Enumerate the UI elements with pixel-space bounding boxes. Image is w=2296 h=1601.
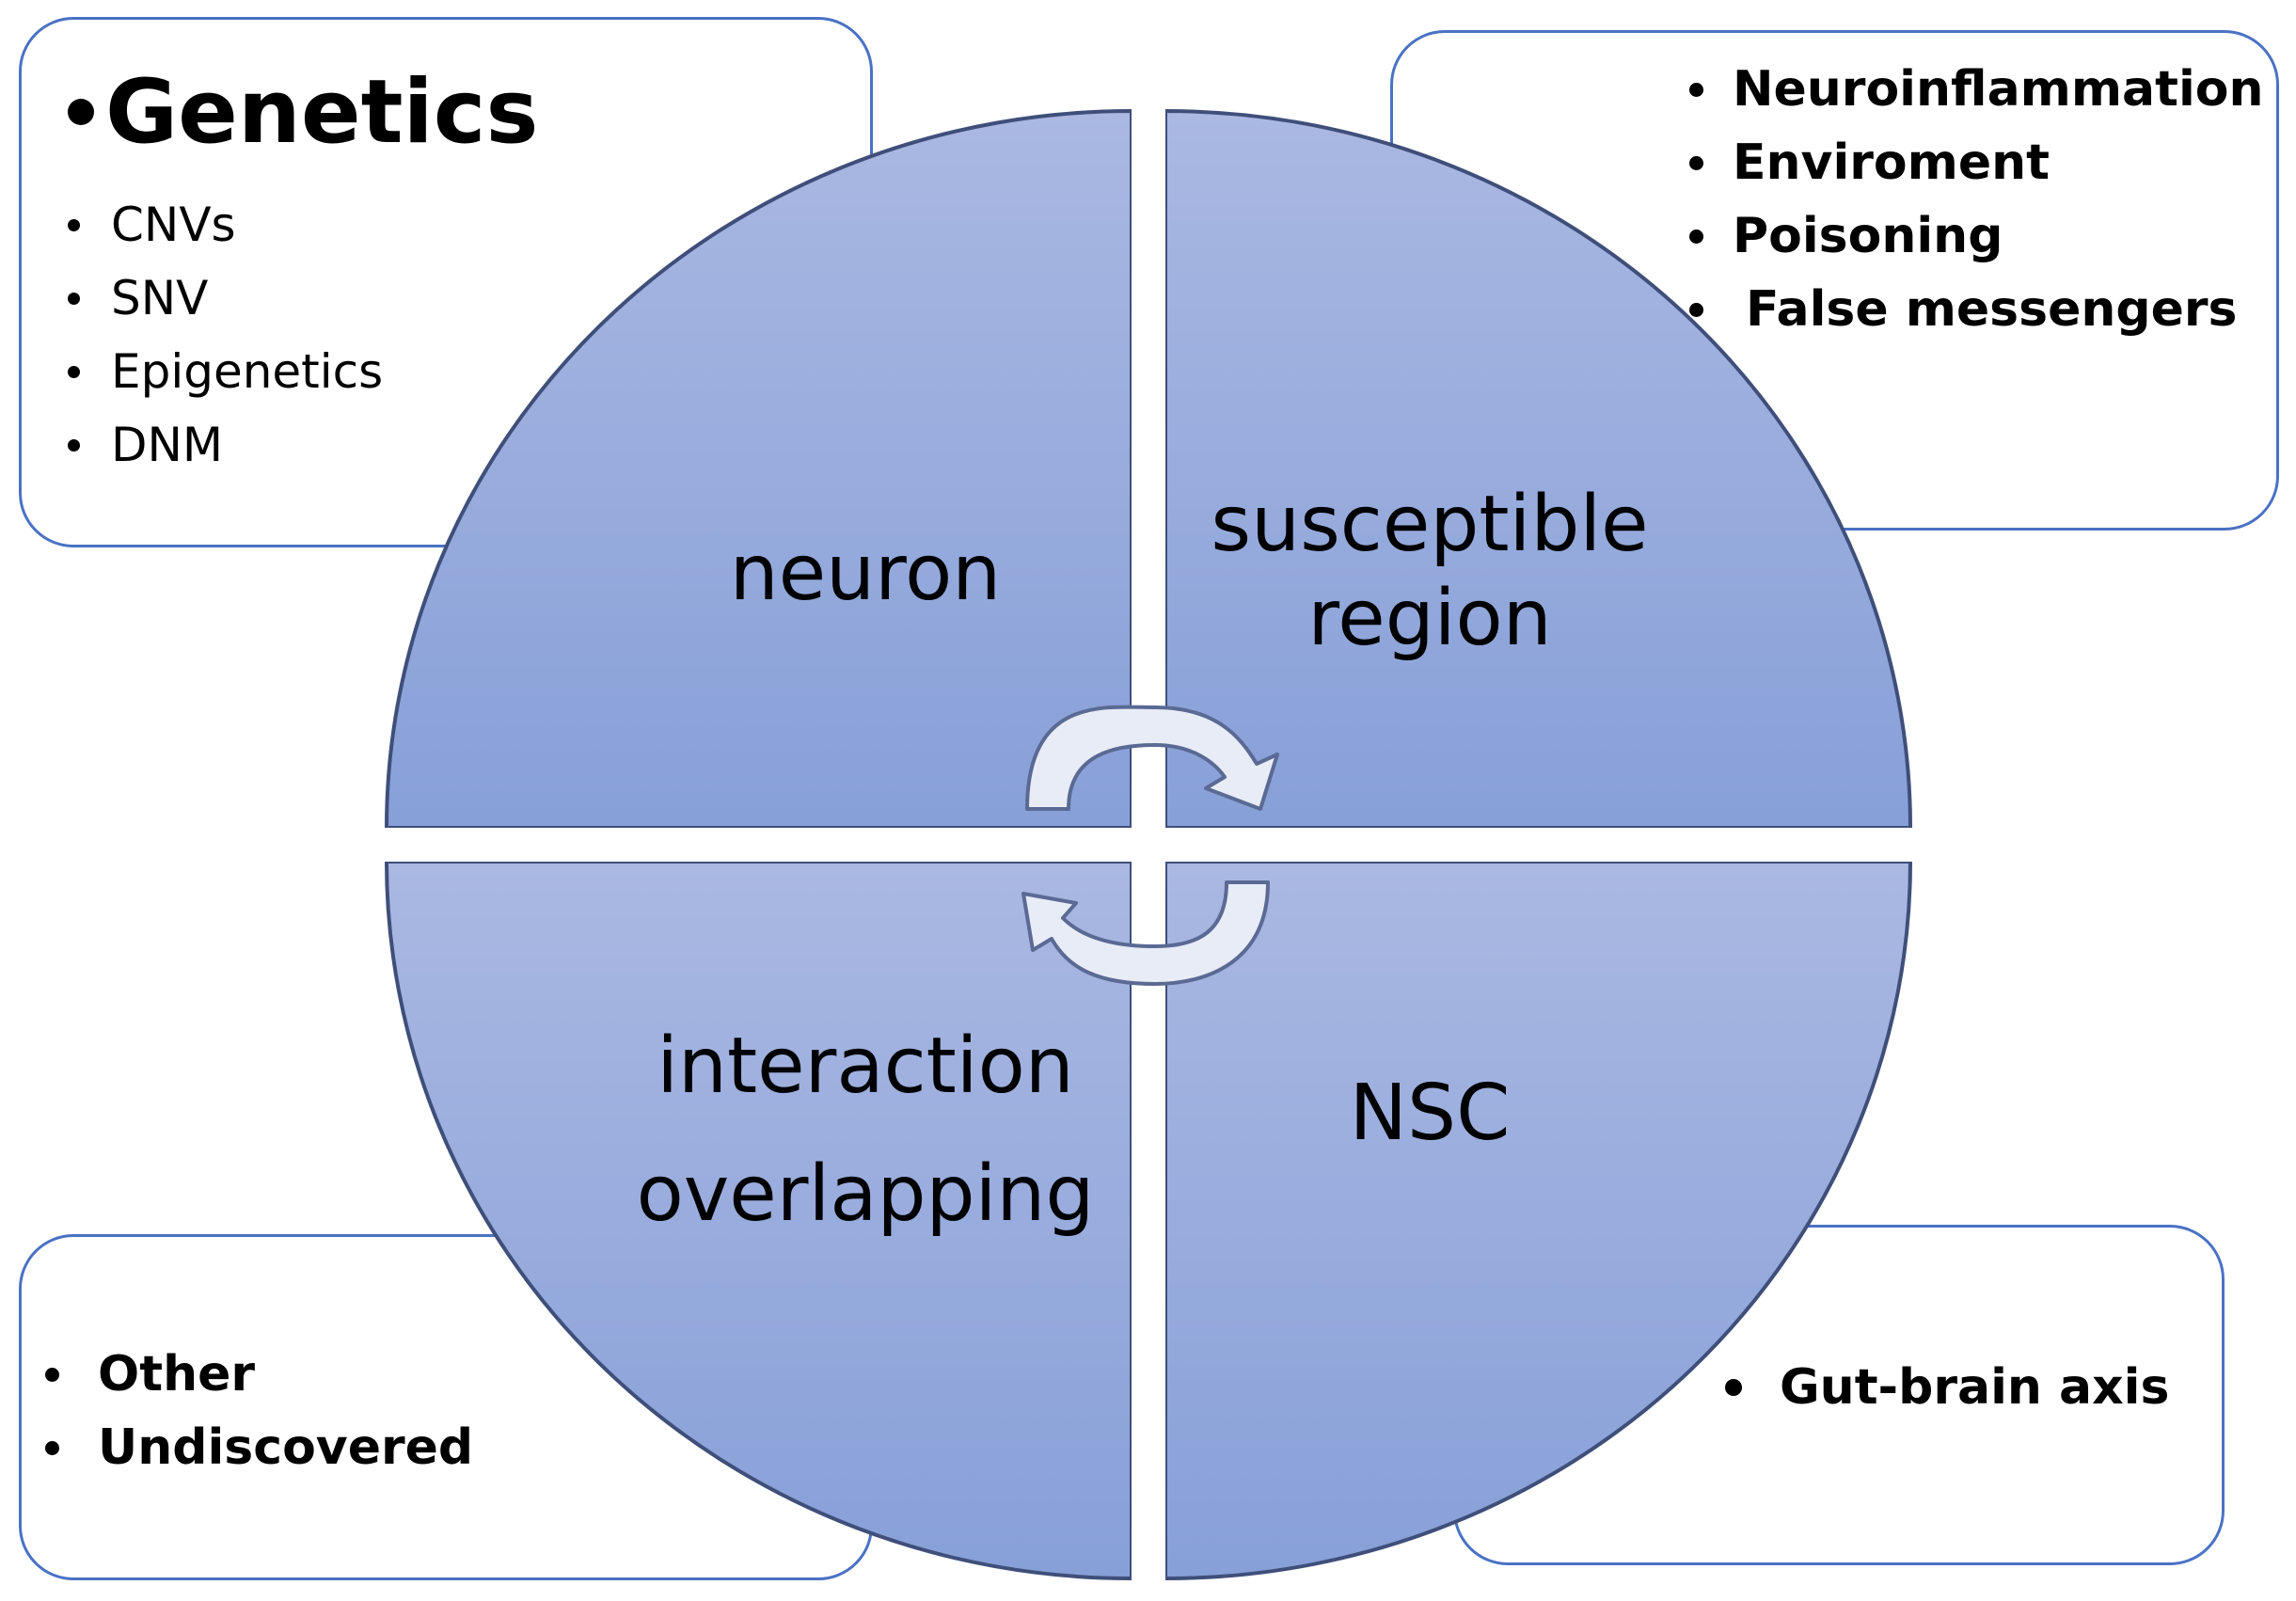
- list-item-text: Other: [98, 1346, 255, 1403]
- list-item-text: Poisoning: [1733, 208, 2003, 264]
- quadrant-label-neuron: neuron: [729, 529, 1002, 618]
- bullet-icon: [68, 439, 80, 452]
- quadrant-label-interaction-overlapping: interaction overlapping: [602, 1003, 1129, 1259]
- other-list: Other Undiscovered: [45, 1338, 473, 1484]
- list-item-text: Undiscovered: [98, 1419, 474, 1476]
- gut-brain-list: Gut-brain axis: [1725, 1351, 2169, 1424]
- list-item-text: Gut-brain axis: [1780, 1359, 2170, 1416]
- environment-list: Neuroinflammation Enviroment Poisoning F…: [1689, 53, 2264, 346]
- label-line: overlapping: [636, 1149, 1095, 1239]
- list-item: Undiscovered: [45, 1411, 473, 1484]
- bullet-icon: [68, 219, 80, 231]
- bullet-icon: [68, 99, 94, 126]
- bullet-icon: [68, 293, 80, 305]
- list-item-text: False messengers: [1746, 281, 2238, 338]
- cycle-arrow-top-icon: [1025, 705, 1279, 811]
- list-item: Neuroinflammation: [1689, 53, 2264, 126]
- bullet-icon: [68, 366, 80, 378]
- list-item: Poisoning: [1689, 199, 2264, 273]
- list-item: SNV: [68, 262, 383, 335]
- label-line: interaction: [657, 1022, 1074, 1111]
- quadrant-label-nsc: NSC: [1349, 1069, 1511, 1158]
- bullet-icon: [1689, 230, 1703, 244]
- list-item: Enviroment: [1689, 126, 2264, 199]
- label-line: region: [1307, 574, 1552, 663]
- list-item-text: Neuroinflammation: [1733, 61, 2264, 118]
- list-item-text: CNVs: [111, 198, 236, 252]
- list-item: Gut-brain axis: [1725, 1351, 2169, 1424]
- genetics-list: CNVs SNV Epigenetics DNM: [68, 188, 383, 482]
- quadrant-nsc: [1164, 860, 1913, 1581]
- genetics-title-text: Genetics: [105, 61, 539, 164]
- list-item: Epigenetics: [68, 335, 383, 408]
- quadrant-label-susceptible-region: susceptible region: [1166, 478, 1693, 666]
- quadrant-neuron: [384, 108, 1133, 830]
- list-item-text: Enviroment: [1733, 135, 2050, 191]
- list-item-text: SNV: [111, 271, 209, 325]
- bullet-icon: [1689, 156, 1703, 170]
- quadrant-interaction-overlapping: [384, 860, 1133, 1581]
- list-item: DNM: [68, 408, 383, 482]
- bullet-icon: [1689, 83, 1703, 97]
- bullet-icon: [45, 1368, 59, 1382]
- label-line: susceptible: [1211, 480, 1649, 569]
- list-item-text: DNM: [111, 418, 224, 472]
- list-item: CNVs: [68, 188, 383, 262]
- quadrant-susceptible-region: [1164, 108, 1913, 830]
- cycle-arrow-bottom-icon: [1021, 880, 1270, 986]
- bullet-icon: [1725, 1379, 1742, 1396]
- bullet-icon: [1689, 303, 1703, 317]
- list-item-text: Epigenetics: [111, 344, 384, 399]
- list-item: False messengers: [1689, 273, 2264, 346]
- genetics-title: Genetics: [68, 56, 538, 169]
- bullet-icon: [45, 1441, 59, 1455]
- horizontal-divider: [357, 828, 1938, 862]
- list-item: Other: [45, 1338, 473, 1411]
